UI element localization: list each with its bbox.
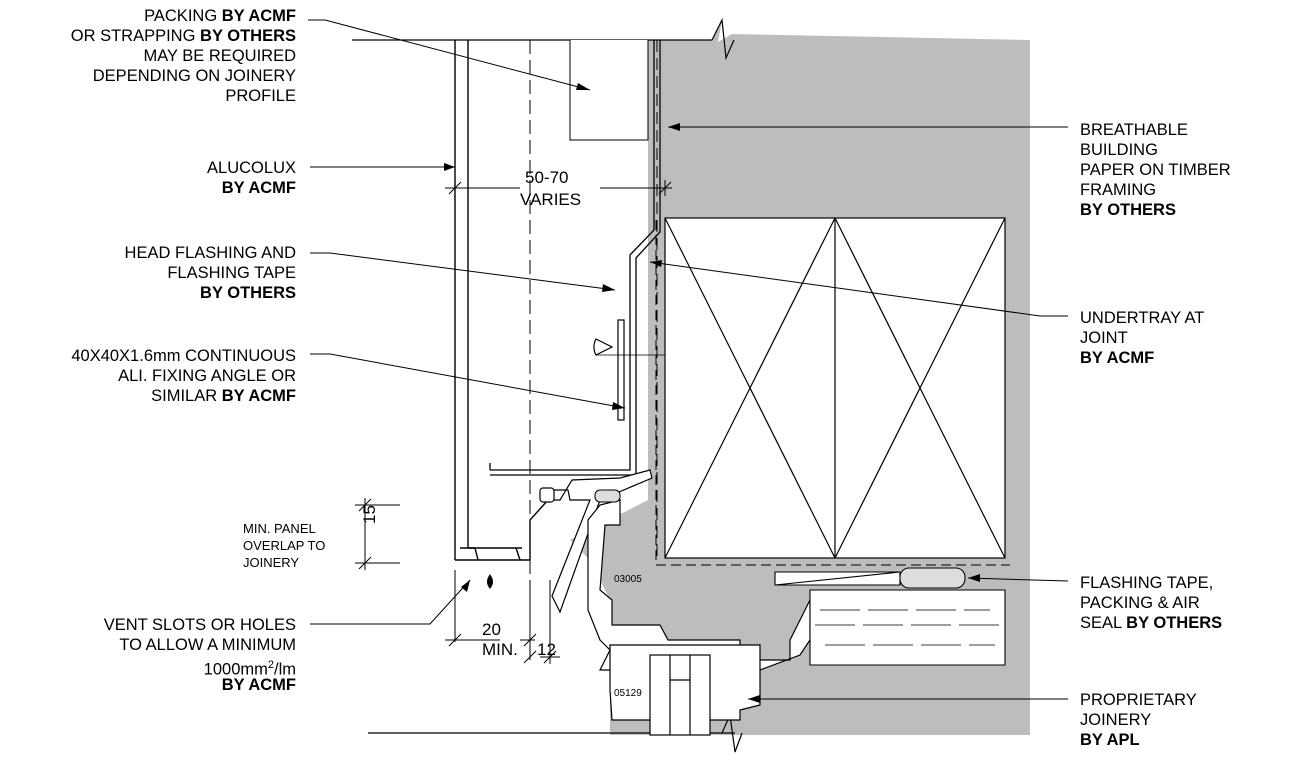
packing-line1-b: BY ACMF: [221, 7, 296, 25]
building-paper-line: [655, 220, 1010, 566]
head-flashing-line2: FLASHING TAPE: [167, 264, 296, 282]
packing-line4: DEPENDING ON JOINERY: [92, 67, 296, 85]
flashing-tape-line2: PACKING & AIR: [1080, 594, 1200, 612]
label-packing: PACKING BY ACMF OR STRAPPING BY OTHERS M…: [71, 6, 296, 106]
head-flashing-line1: HEAD FLASHING AND: [124, 244, 296, 262]
undertray-line2: JOINT: [1080, 329, 1128, 347]
panel-overlap-line2: OVERLAP TO: [243, 538, 326, 553]
vent-slots-line3-a: 1000mm: [203, 660, 268, 679]
building-paper-line4: FRAMING: [1080, 181, 1157, 199]
packing-line2-b: BY OTHERS: [200, 27, 296, 45]
label-alucolux: ALUCOLUX BY ACMF: [207, 158, 296, 198]
alucolux-panel: [454, 40, 549, 561]
label-joinery: PROPRIETARY JOINERY BY APL: [1080, 690, 1197, 750]
label-panel-overlap: MIN. PANEL OVERLAP TO JOINERY: [243, 520, 325, 571]
leader-arrowheads: [444, 83, 980, 703]
head-flashing: [489, 40, 661, 560]
fixing-angle-line1: 40X40X1.6mm CONTINUOUS: [71, 347, 296, 365]
dimension-lines: [355, 180, 672, 664]
packing-line3: MAY BE REQUIRED: [143, 47, 296, 65]
profile-code-lower: 05129: [614, 688, 642, 699]
joinery-line2: JOINERY: [1080, 711, 1152, 729]
top-break-symbol: [711, 17, 735, 61]
packing-line1-a: PACKING: [144, 7, 222, 25]
packing-line5: PROFILE: [225, 87, 296, 105]
flashing-tape-line1: FLASHING TAPE,: [1080, 574, 1214, 592]
label-fixing-angle: 40X40X1.6mm CONTINUOUS ALI. FIXING ANGLE…: [71, 346, 296, 406]
profile-code-upper: 03005: [614, 574, 642, 585]
flashing-tape-line3-b: BY OTHERS: [1126, 614, 1223, 632]
vent-slots-line2: TO ALLOW A MINIMUM: [119, 636, 296, 654]
label-flashing-tape: FLASHING TAPE, PACKING & AIR SEAL BY OTH…: [1080, 573, 1222, 633]
building-paper-line3: PAPER ON TIMBER: [1080, 161, 1231, 179]
foam-seal: [594, 489, 621, 503]
vent-slots-line3-b: /lm: [274, 660, 296, 679]
building-paper-line2: BUILDING: [1080, 141, 1158, 159]
vent-slots-line4: BY ACMF: [221, 676, 296, 694]
joinery-profile: [587, 499, 811, 736]
alucolux-line2: BY ACMF: [221, 179, 296, 197]
timber-framing: [664, 217, 1006, 559]
dim-cavity-value: 50-70: [525, 168, 569, 187]
vent-slots-line1: VENT SLOTS OR HOLES: [103, 616, 296, 634]
dim-overlap-value: 15: [360, 505, 379, 524]
drip-icon: [487, 574, 493, 589]
packing-line2-a: OR STRAPPING: [70, 27, 201, 45]
undertray-line1: UNDERTRAY AT: [1080, 309, 1205, 327]
dim-vent-value: 20: [482, 620, 501, 639]
leader-lines: [308, 19, 1069, 700]
building-paper-line5: BY OTHERS: [1080, 201, 1176, 219]
alucolux-line1: ALUCOLUX: [207, 159, 296, 177]
joinery-line1: PROPRIETARY: [1080, 691, 1197, 709]
panel-overlap-line3: JOINERY: [243, 555, 300, 570]
panel-overlap-line1: MIN. PANEL: [243, 521, 316, 536]
fixing-angle-line3-b: BY ACMF: [221, 387, 296, 405]
fixing-angle-line2: ALI. FIXING ANGLE OR: [118, 367, 296, 385]
joinery-line3: BY APL: [1080, 731, 1140, 749]
building-paper-line1: BREATHABLE: [1080, 121, 1188, 139]
bottom-break-symbol: [721, 712, 743, 753]
undertray-line3: BY ACMF: [1080, 349, 1155, 367]
vent-slots-line3-sup: 2: [267, 659, 274, 671]
label-vent-slots: VENT SLOTS OR HOLES TO ALLOW A MINIMUM 1…: [104, 615, 296, 695]
label-building-paper: BREATHABLE BUILDING PAPER ON TIMBER FRAM…: [1080, 120, 1231, 220]
dim-gap-value: 12: [537, 640, 556, 659]
label-undertray: UNDERTRAY AT JOINT BY ACMF: [1080, 308, 1204, 368]
fixing-angle-line3-a: SIMILAR: [151, 387, 222, 405]
dim-vent-note: MIN.: [482, 640, 518, 659]
head-flashing-line3: BY OTHERS: [200, 284, 296, 302]
packing-block: [569, 40, 649, 141]
packing-seal: [774, 567, 1006, 666]
flashing-tape-line3-a: SEAL: [1080, 614, 1127, 632]
dim-cavity-note: VARIES: [520, 190, 582, 209]
label-head-flashing: HEAD FLASHING AND FLASHING TAPE BY OTHER…: [125, 243, 296, 303]
